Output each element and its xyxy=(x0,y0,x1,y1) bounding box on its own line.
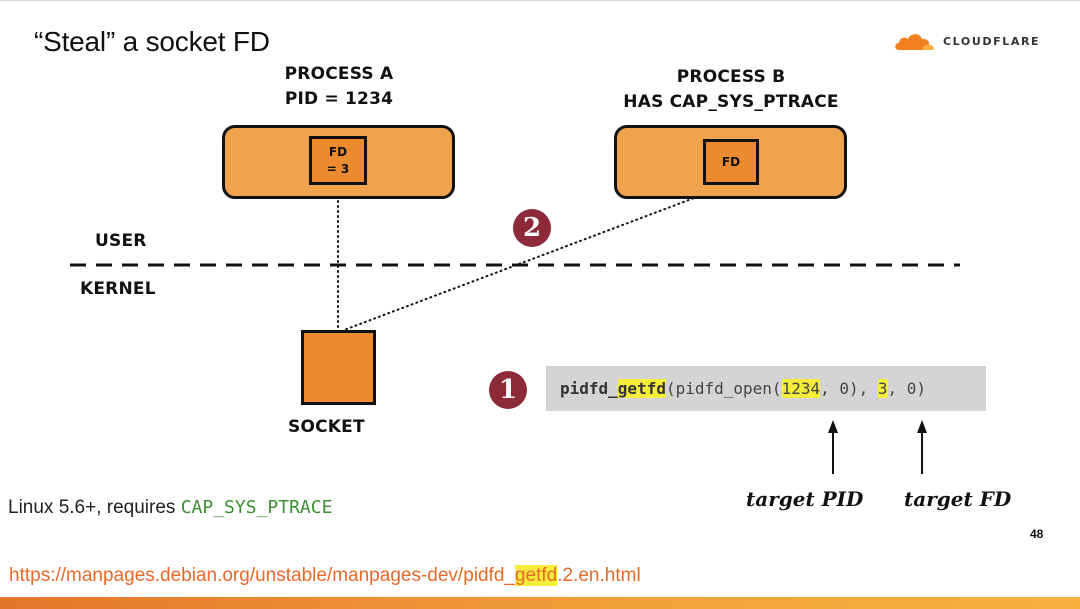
process-b-capability: has CAP_SYS_PTRACE xyxy=(623,92,839,112)
socket-box xyxy=(301,330,376,405)
code-fn-prefix: pidfd_ xyxy=(560,379,618,398)
arrow-pid-head xyxy=(828,420,838,433)
process-a-heading: Process A PID = 1234 xyxy=(239,62,439,112)
kernel-space-label: KERNEL xyxy=(80,279,156,299)
steal-path-line xyxy=(343,185,727,331)
code-snippet: pidfd_getfd(pidfd_open(1234, 0), 3, 0) xyxy=(546,366,986,411)
requirement-capability: CAP_SYS_PTRACE xyxy=(180,497,333,518)
code-fn-highlight: getfd xyxy=(617,379,666,398)
arrow-fd-head xyxy=(917,420,927,433)
process-a-name: Process A xyxy=(284,64,394,84)
top-border xyxy=(0,0,1080,1)
code-fd-arg: 3 xyxy=(877,379,888,398)
url-highlight: getfd xyxy=(514,565,558,586)
target-fd-note: target FD xyxy=(904,487,1012,511)
code-open-call: (pidfd_open( xyxy=(665,379,782,398)
process-a-fd: FD = 3 xyxy=(309,136,367,185)
process-b-name: Process B xyxy=(676,67,786,87)
process-a-pid: PID = 1234 xyxy=(284,89,394,109)
requirement-prefix: Linux 5.6+, requires xyxy=(8,497,181,518)
target-pid-note: target PID xyxy=(746,487,864,511)
manpage-link[interactable]: https://manpages.debian.org/unstable/man… xyxy=(9,565,641,587)
code-tail: , 0) xyxy=(887,379,927,398)
code-sep: , 0), xyxy=(820,379,878,398)
cloudflare-logo: CLOUDFLARE xyxy=(893,28,1040,54)
slide-title: “Steal” a socket FD xyxy=(34,26,270,57)
process-b-heading: Process B has CAP_SYS_PTRACE xyxy=(591,65,871,115)
bottom-accent-bar xyxy=(0,597,1080,609)
step-1-marker: 1 xyxy=(489,371,527,409)
process-b-fd: FD xyxy=(703,139,759,185)
step-2-marker: 2 xyxy=(513,209,551,247)
url-suffix: .2.en.html xyxy=(557,565,641,586)
url-prefix: https://manpages.debian.org/unstable/man… xyxy=(9,565,515,586)
cloud-icon xyxy=(895,34,934,50)
slide-number: 48 xyxy=(1030,527,1044,541)
user-space-label: USER xyxy=(95,231,147,251)
code-pid-arg: 1234 xyxy=(781,379,821,398)
socket-label: SOCKET xyxy=(288,417,365,437)
logo-wordmark: CLOUDFLARE xyxy=(943,34,1041,48)
requirement-note: Linux 5.6+, requires CAP_SYS_PTRACE xyxy=(8,497,332,519)
